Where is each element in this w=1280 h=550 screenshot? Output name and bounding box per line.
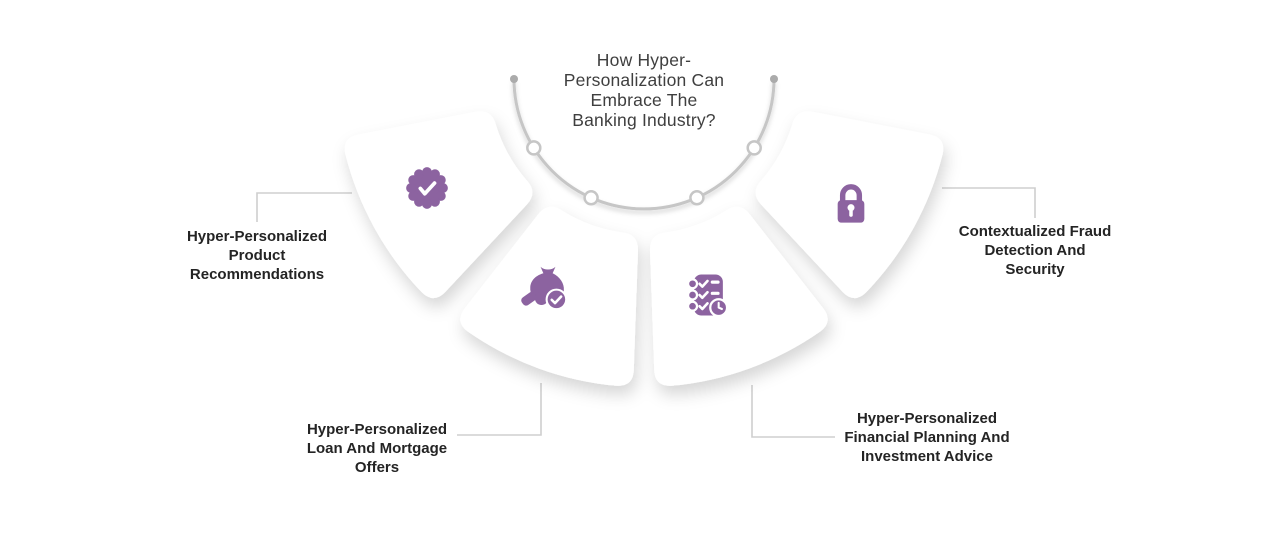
petal-financial-planning-advice [649, 206, 828, 386]
arc-node-circle [746, 140, 762, 156]
arc-end-dot [510, 75, 518, 83]
label-financial-planning-advice: Hyper-Personalized Financial Planning An… [844, 410, 1010, 465]
money-bag-hand-icon [520, 263, 576, 319]
arc-node-circle [526, 140, 542, 156]
padlock-icon [829, 181, 873, 231]
connector-financial-planning-advice [751, 385, 835, 438]
label-loan-and-mortgage-offers: Hyper-Personalized Loan And Mortgage Off… [306, 421, 448, 476]
verified-badge-icon [404, 165, 450, 211]
center-arc [510, 75, 778, 211]
label-product-recommendations: Hyper-Personalized Product Recommendatio… [186, 228, 328, 283]
connector-loan-and-mortgage-offers [457, 383, 542, 436]
arc-path [512, 78, 776, 211]
arc-end-dot [770, 75, 778, 83]
arc-node-circle [583, 190, 599, 206]
diagram-title: How Hyper- Personalization Can Embrace T… [563, 50, 725, 130]
connector-product-recommendations [256, 192, 352, 222]
label-fraud-detection-security: Contextualized Fraud Detection And Secur… [958, 223, 1112, 278]
checklist-clock-icon [679, 267, 735, 323]
connector-lines [256, 187, 1036, 438]
connector-fraud-detection-security [942, 187, 1036, 218]
petal-shapes [344, 111, 944, 386]
arc-node-circle [689, 190, 705, 206]
